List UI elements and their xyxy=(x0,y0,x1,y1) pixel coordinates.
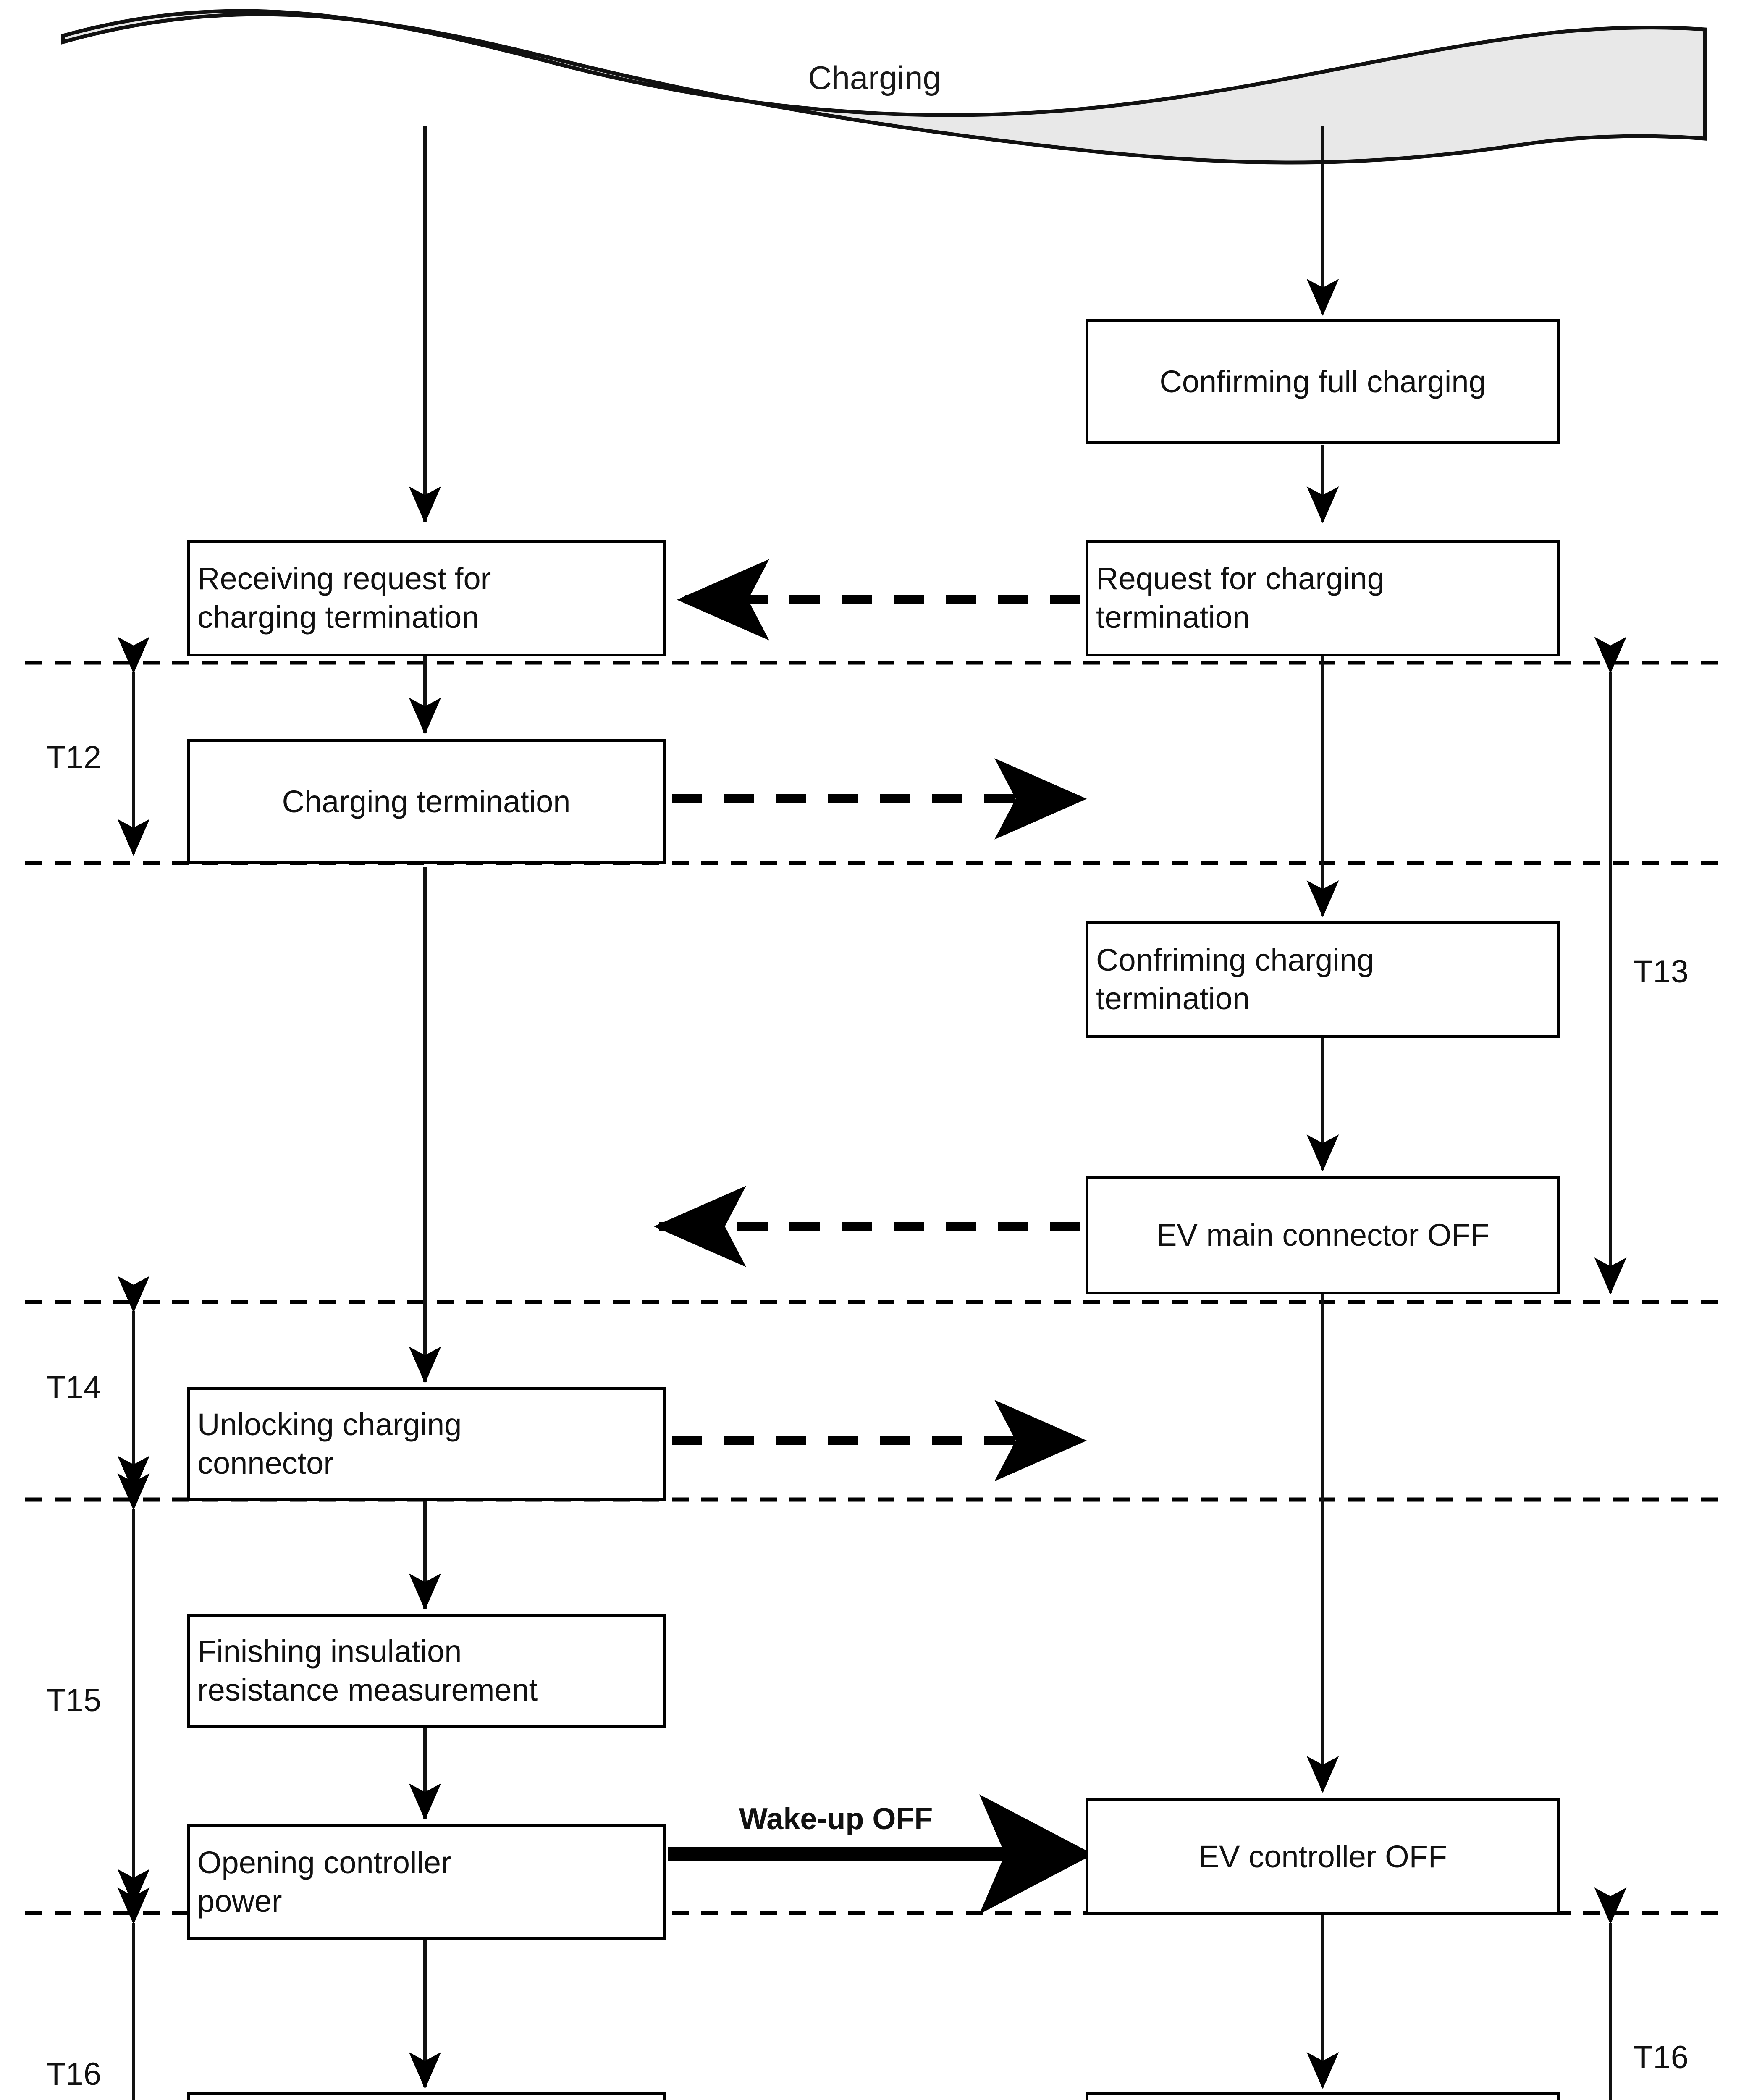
box-label: Confirming full charging xyxy=(1159,364,1486,399)
time-span-label-t14: T14 xyxy=(46,1370,101,1405)
box-label: Unlocking charging connector xyxy=(197,1407,462,1480)
box-label: Receiving request for charging terminati… xyxy=(197,561,491,635)
time-span-label-t13: T13 xyxy=(1634,954,1689,990)
wake-up-off-label: Wake-up OFF xyxy=(739,1802,933,1836)
box-charging-termination[interactable]: Charging termination xyxy=(187,739,666,864)
box-receiving-request-for-charging-termination[interactable]: Receiving request for charging terminati… xyxy=(187,540,666,656)
box-ev-main-connector-off[interactable]: EV main connector OFF xyxy=(1086,1176,1560,1294)
box-finishing-can-communication-left[interactable]: Finishing CAN communication xyxy=(187,2092,666,2100)
box-confirming-full-charging[interactable]: Confirming full charging xyxy=(1086,319,1560,444)
box-request-for-charging-termination[interactable]: Request for charging termination xyxy=(1086,540,1560,656)
box-opening-controller-power[interactable]: Opening controller power xyxy=(187,1824,666,1940)
box-label: Confriming charging termination xyxy=(1096,942,1374,1016)
box-label: Finishing insulation resistance measurem… xyxy=(197,1634,538,1707)
box-confriming-charging-termination[interactable]: Confriming charging termination xyxy=(1086,921,1560,1038)
box-label: EV controller OFF xyxy=(1198,1839,1447,1874)
charging-banner xyxy=(61,9,1707,165)
banner-title: Charging xyxy=(808,59,941,96)
time-span-label-t16-left: T16 xyxy=(46,2056,101,2092)
time-span-label-t12: T12 xyxy=(46,740,101,775)
box-unlocking-charging-connector[interactable]: Unlocking charging connector xyxy=(187,1387,666,1501)
box-label: EV main connector OFF xyxy=(1156,1218,1489,1253)
box-ev-controller-off[interactable]: EV controller OFF xyxy=(1086,1798,1560,1915)
time-span-label-t16-right: T16 xyxy=(1634,2040,1689,2075)
box-label: Charging termination xyxy=(282,784,571,819)
box-finishing-can-communication-right[interactable]: Finishing CAN communication xyxy=(1086,2092,1560,2100)
box-label: Request for charging termination xyxy=(1096,561,1385,635)
dashed-signal xyxy=(653,559,1087,1481)
box-finishing-insulation-resistance-measurement[interactable]: Finishing insulation resistance measurem… xyxy=(187,1614,666,1728)
box-label: Opening controller power xyxy=(197,1845,451,1919)
time-span-label-t15: T15 xyxy=(46,1683,101,1718)
